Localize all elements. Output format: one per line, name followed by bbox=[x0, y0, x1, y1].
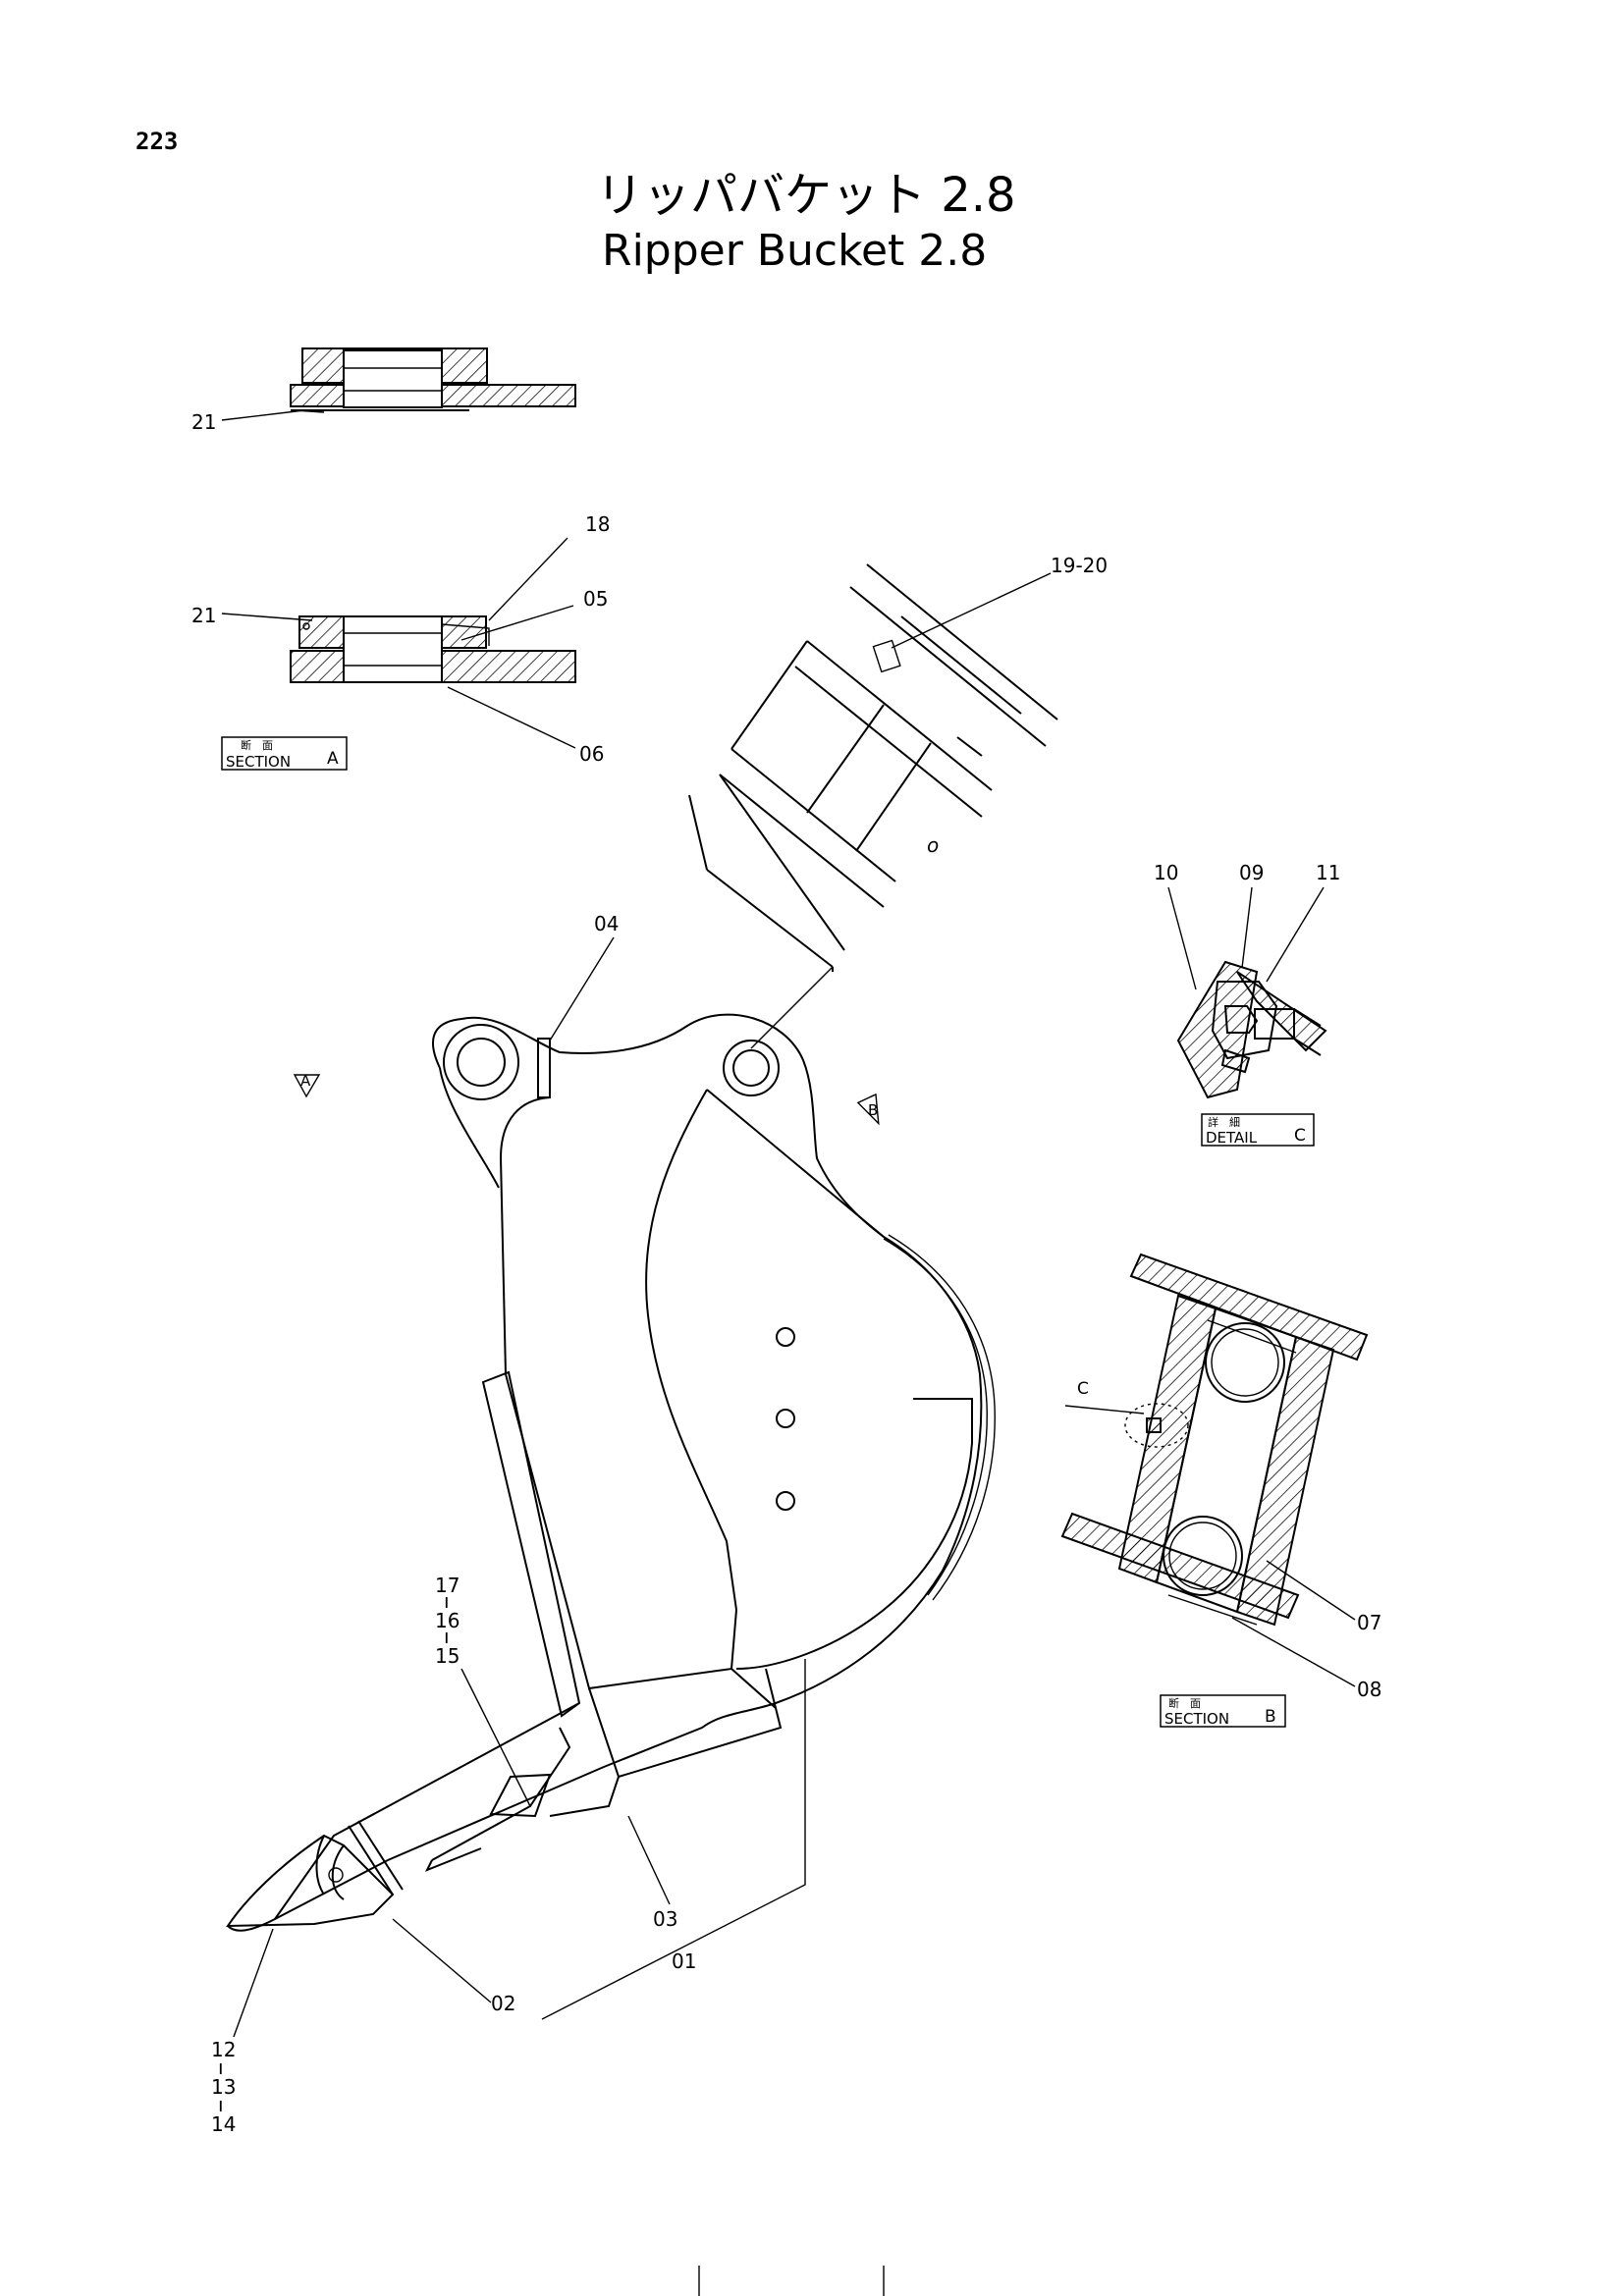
label-07: 07 bbox=[1357, 1611, 1381, 1634]
section-b-tag: 断 面 SECTION B bbox=[1160, 1694, 1286, 1728]
leader-06 bbox=[447, 686, 576, 749]
section-a-detail bbox=[290, 615, 576, 683]
label-05: 05 bbox=[583, 587, 608, 611]
leader-18 bbox=[488, 537, 568, 621]
svg-text:15: 15 bbox=[435, 1644, 460, 1668]
top-pin-boss-detail bbox=[290, 347, 576, 413]
title-japanese: リッパバケット 2.8 bbox=[596, 168, 1016, 223]
svg-text:16: 16 bbox=[435, 1609, 460, 1632]
leader-02 bbox=[392, 1918, 492, 2003]
label-21-mid: 21 bbox=[191, 604, 216, 627]
svg-text:o: o bbox=[927, 833, 939, 857]
label-06: 06 bbox=[579, 742, 604, 766]
leader-21-top bbox=[221, 409, 305, 421]
leader-08 bbox=[1231, 1617, 1356, 1687]
leader-19-20 bbox=[891, 572, 1052, 649]
label-02: 02 bbox=[491, 1992, 515, 2015]
leader-05 bbox=[460, 605, 574, 641]
leader-09 bbox=[1241, 886, 1253, 969]
svg-text:SECTION: SECTION bbox=[1164, 1710, 1229, 1728]
detail-c-tag: 詳 細 DETAIL C bbox=[1201, 1113, 1315, 1147]
svg-text:詳 細: 詳 細 bbox=[1208, 1115, 1240, 1129]
view-mark-b: B bbox=[856, 1093, 880, 1126]
svg-text:B: B bbox=[1265, 1707, 1276, 1727]
svg-text:ı: ı bbox=[444, 1589, 450, 1613]
label-10: 10 bbox=[1154, 861, 1178, 884]
leader-15 bbox=[460, 1668, 531, 1807]
svg-text:14: 14 bbox=[211, 2112, 236, 2136]
label-11: 11 bbox=[1316, 861, 1340, 884]
label-01: 01 bbox=[672, 1949, 696, 1973]
label-17-16-15: 17 ı 16 ı 15 bbox=[435, 1574, 460, 1668]
svg-text:17: 17 bbox=[435, 1574, 460, 1597]
label-12-13-14: 12 ı 13 ı 14 bbox=[211, 2038, 236, 2136]
label-18: 18 bbox=[585, 512, 610, 536]
svg-text:ı: ı bbox=[218, 2093, 224, 2116]
label-21-top: 21 bbox=[191, 410, 216, 434]
ripper-bucket-main bbox=[226, 1013, 996, 1932]
leader-21-mid bbox=[221, 613, 313, 621]
section-a-tag: 断 面 SECTION A bbox=[221, 736, 348, 771]
leader-07 bbox=[1266, 1560, 1356, 1621]
leader-c bbox=[1064, 1405, 1145, 1415]
svg-text:SECTION: SECTION bbox=[226, 753, 291, 771]
arm-link-detail: o bbox=[688, 563, 1058, 972]
svg-text:A: A bbox=[327, 749, 339, 769]
leader-10 bbox=[1167, 886, 1197, 990]
leader-12 bbox=[233, 1928, 274, 2038]
leader-03 bbox=[627, 1815, 671, 1905]
section-b-drawing bbox=[1060, 1253, 1369, 1627]
leader-04 bbox=[549, 936, 615, 1041]
svg-text:断 面: 断 面 bbox=[1168, 1696, 1201, 1710]
svg-text:ı: ı bbox=[444, 1625, 450, 1648]
label-09: 09 bbox=[1239, 861, 1264, 884]
svg-text:C: C bbox=[1294, 1126, 1306, 1146]
link-projection-line bbox=[750, 966, 834, 1049]
svg-text:DETAIL: DETAIL bbox=[1206, 1129, 1258, 1147]
svg-text:断 面: 断 面 bbox=[241, 738, 273, 752]
page-number: 223 bbox=[135, 128, 178, 155]
label-19-20: 19-20 bbox=[1051, 554, 1108, 577]
view-mark-c: C bbox=[1077, 1379, 1089, 1399]
svg-text:B: B bbox=[868, 1101, 878, 1119]
label-08: 08 bbox=[1357, 1678, 1381, 1701]
view-mark-a: A bbox=[293, 1072, 321, 1098]
svg-text:13: 13 bbox=[211, 2075, 236, 2099]
svg-text:A: A bbox=[300, 1072, 311, 1090]
leader-11 bbox=[1266, 886, 1325, 983]
detail-c-drawing bbox=[1176, 960, 1327, 1099]
svg-text:12: 12 bbox=[211, 2038, 236, 2061]
svg-text:ı: ı bbox=[218, 2056, 224, 2079]
label-03: 03 bbox=[653, 1907, 677, 1931]
label-04: 04 bbox=[594, 912, 619, 935]
title-english: Ripper Bucket 2.8 bbox=[602, 226, 987, 276]
leader-01 bbox=[541, 1659, 806, 2020]
